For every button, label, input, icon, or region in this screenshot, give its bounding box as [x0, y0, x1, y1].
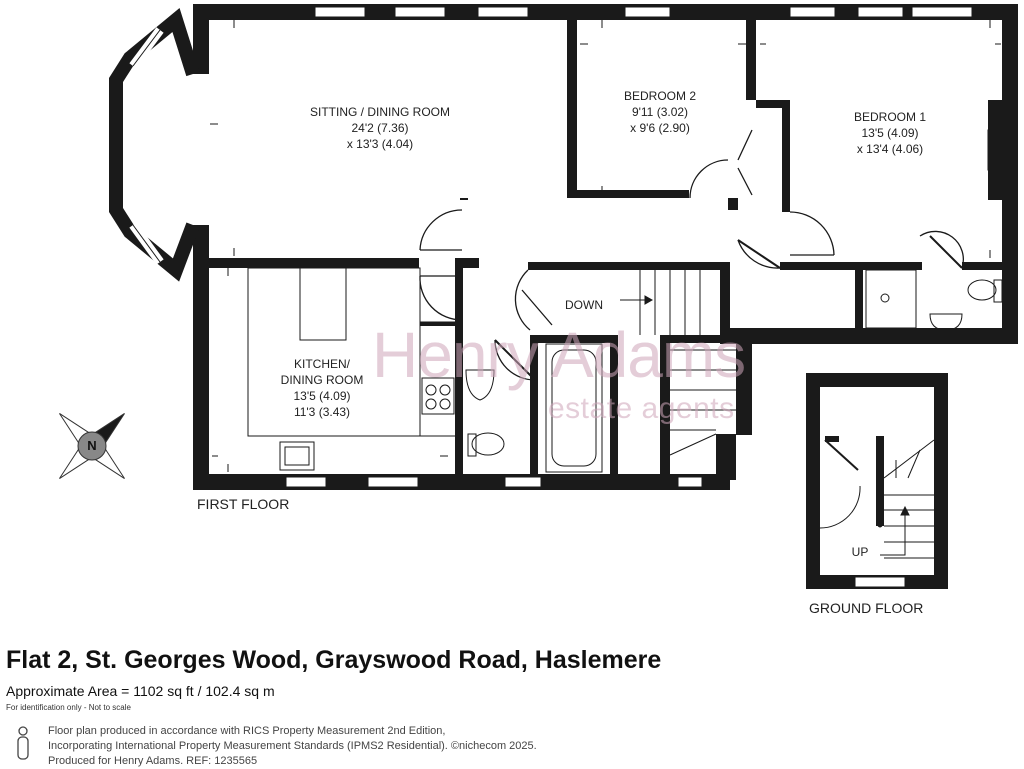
sink	[279, 441, 315, 471]
bay-window	[109, 7, 200, 282]
ground-floor-walls	[806, 373, 948, 589]
compass-north-label: N	[87, 438, 97, 453]
footer-text: Floor plan produced in accordance with R…	[48, 724, 537, 769]
stairs-up-label: UP	[851, 545, 869, 559]
room-name: BEDROOM 2	[623, 89, 696, 103]
stairs-first	[620, 270, 736, 456]
room-dim: 9'11 (3.02)	[631, 105, 689, 119]
room-dim: x 13'3 (4.04)	[346, 137, 414, 151]
room-dim: 24'2 (7.36)	[351, 121, 409, 135]
fixtures	[247, 267, 1003, 473]
watermark-brand: Henry Adams	[372, 319, 746, 391]
room-dim: x 13'4 (4.06)	[856, 142, 924, 156]
ground-floor-details	[819, 439, 935, 588]
footer-line: Produced for Henry Adams. REF: 1235565	[48, 755, 258, 767]
first-floor-label: FIRST FLOOR	[197, 496, 290, 512]
footer-line: Incorporating International Property Mea…	[48, 740, 537, 752]
floor-plan	[59, 4, 1018, 589]
room-name: BEDROOM 1	[853, 110, 926, 124]
room-name: SITTING / DINING ROOM	[310, 105, 450, 119]
room-dim: x 9'6 (2.90)	[630, 121, 690, 135]
room-dim: 13'5 (4.09)	[861, 126, 919, 140]
bath	[545, 343, 603, 473]
property-area: Approximate Area = 1102 sq ft / 102.4 sq…	[6, 683, 275, 699]
room-label-kitchen: KITCHEN/ DINING ROOM 13'5 (4.09) 11'3 (3…	[262, 356, 382, 420]
info-person-icon	[17, 726, 29, 760]
watermark-tagline: estate agents	[548, 392, 735, 425]
basin-2	[929, 313, 963, 331]
kitchen-island	[299, 267, 347, 341]
room-label-bedroom1: BEDROOM 1 13'5 (4.09) x 13'4 (4.06)	[830, 109, 950, 157]
room-dim: 11'3 (3.43)	[293, 405, 351, 419]
property-title: Flat 2, St. Georges Wood, Grayswood Road…	[6, 646, 662, 674]
footer-line: Floor plan produced in accordance with R…	[48, 725, 446, 737]
toilet	[471, 432, 505, 456]
basin	[465, 369, 495, 401]
toilet-2	[967, 279, 997, 301]
dimension-ticks	[210, 20, 1001, 472]
compass-icon	[59, 413, 125, 479]
scale-note: For identification only - Not to scale	[6, 703, 131, 712]
room-name: DINING ROOM	[280, 373, 364, 387]
ground-floor-label: GROUND FLOOR	[809, 600, 924, 616]
hob	[421, 377, 455, 415]
room-dim: 13'5 (4.09)	[293, 389, 351, 403]
windows	[285, 6, 1001, 488]
room-name: KITCHEN/	[293, 357, 350, 371]
stairs-down-label: DOWN	[565, 298, 603, 312]
room-label-sitting: SITTING / DINING ROOM 24'2 (7.36) x 13'3…	[280, 104, 480, 152]
room-label-bedroom2: BEDROOM 2 9'11 (3.02) x 9'6 (2.90)	[600, 88, 720, 136]
shower-tray	[865, 269, 917, 329]
